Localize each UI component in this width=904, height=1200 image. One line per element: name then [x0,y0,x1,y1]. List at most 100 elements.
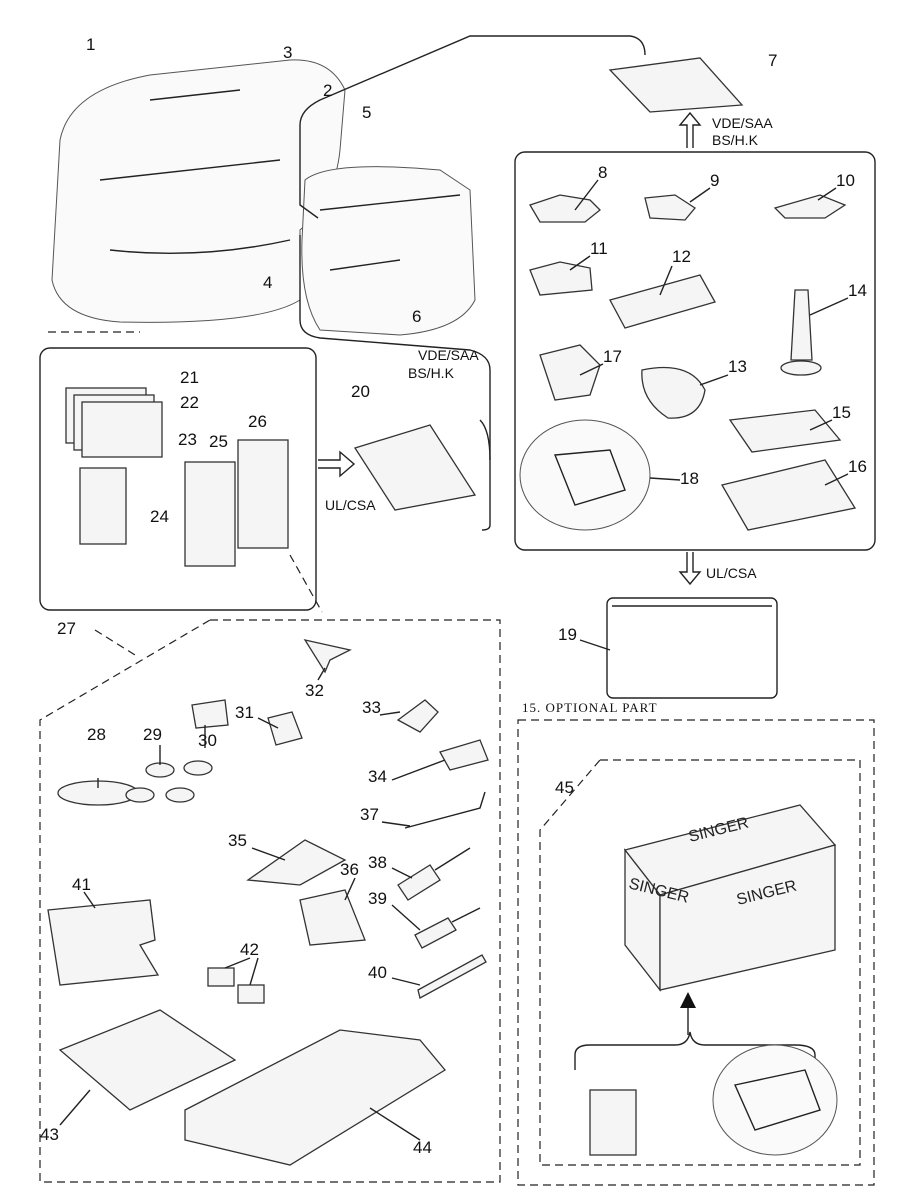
zip-bag [606,597,778,699]
screwdriver-shaft [434,847,471,871]
label-39: 39 [368,889,387,908]
label-33: 33 [362,698,381,717]
optional-inner-box [539,759,861,1166]
label-22: 22 [180,393,199,412]
spool-pin [790,289,813,361]
brace [574,1031,816,1070]
label-9: 9 [710,171,719,190]
label-38: 38 [368,853,387,872]
bobbin [183,760,213,776]
machine-head [301,166,476,336]
buttonhole-foot [539,344,601,401]
booklet-23 [81,401,163,458]
tray-43 [58,1009,237,1111]
sheet-41 [47,899,160,986]
foot-33 [396,699,439,733]
arrow-head [680,992,696,1008]
poly-bag [608,57,744,113]
optional-part-box [517,719,875,1186]
note-bs-top: BS/H.K [712,132,759,148]
sheet-26 [237,439,289,549]
note-ul-left: UL/CSA [325,497,376,513]
label-12: 12 [672,247,691,266]
label-43: 43 [40,1125,59,1144]
label-21: 21 [180,368,199,387]
leader-line-27 [94,629,136,656]
label-3: 3 [283,43,292,62]
label-16: 16 [848,457,867,476]
label-19: 19 [558,625,577,644]
label-7: 7 [768,51,777,70]
label-25: 25 [209,432,228,451]
foot-34 [439,739,489,771]
label-8: 8 [598,163,607,182]
needle-card [721,459,857,531]
parts-bag-content [734,1069,821,1131]
needle-packet [609,274,716,329]
screwdriver-large [397,864,441,901]
presser-foot-9 [644,194,696,221]
parts-bag-optional [712,1044,838,1156]
machine-cover [51,59,346,323]
bracket-line [479,419,491,531]
felt-pad [207,967,235,987]
label-41: 41 [72,875,91,894]
label-36: 36 [340,860,359,879]
label-2: 2 [323,81,332,100]
optional-part-title: 15. OPTIONAL PART [522,700,658,715]
arrow-down-icon [678,552,702,586]
label-37: 37 [360,805,379,824]
label-14: 14 [848,281,867,300]
felt-pad [237,984,265,1004]
buttonhole-attachment [246,839,347,886]
screwdriver-small [414,917,457,949]
label-34: 34 [368,767,387,786]
presser-foot-11 [529,261,593,296]
plate-36 [299,889,366,946]
label-17: 17 [603,347,622,366]
bobbin [125,787,155,803]
sheet-24 [184,461,236,567]
bobbin [145,762,175,778]
label-29: 29 [143,725,162,744]
label-42: 42 [240,940,259,959]
label-24: 24 [150,507,169,526]
note-ul-right: UL/CSA [706,565,757,581]
bobbin [165,787,195,803]
parts-bag-content [554,449,626,506]
oil-bottle [641,366,706,419]
label-13: 13 [728,357,747,376]
singer-box-front [659,844,836,991]
arrow-right-icon [318,450,356,478]
accessories-dashed-box [39,619,501,1183]
label-11: 11 [590,239,608,258]
label-18: 18 [680,469,699,488]
label-4: 4 [263,273,272,292]
presser-foot-10 [773,194,847,219]
foot-32 [303,639,352,674]
label-1: 1 [86,35,95,54]
leader-lines [59,179,849,1141]
label-35: 35 [228,831,247,850]
poly-bag-20 [353,424,477,511]
bracket-line [299,155,319,219]
foot-31 [267,711,303,746]
needle-plate [728,409,842,453]
spool-pin-base [780,360,822,376]
note-vde-mid: VDE/SAA [418,347,479,363]
presser-foot-8 [529,194,601,223]
card [79,467,127,545]
parts-bag [519,419,651,531]
screwdriver-shaft [451,907,481,923]
label-31: 31 [235,703,254,722]
manual [589,1089,637,1156]
leader-line [289,554,323,613]
lint-brush [417,954,487,999]
accessory-box [514,151,876,551]
label-28: 28 [87,725,106,744]
part-labels: 1 2 3 4 5 6 7 8 9 10 11 12 13 14 15 16 1… [40,35,867,1157]
note-bs-mid: BS/H.K [408,365,455,381]
bracket-line [299,235,491,460]
note-vde-top: VDE/SAA [712,115,773,131]
